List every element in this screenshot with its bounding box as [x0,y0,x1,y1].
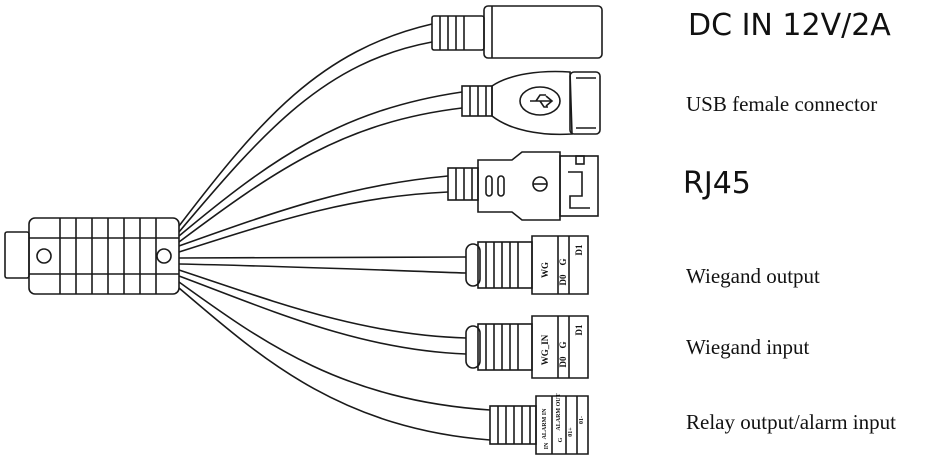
usb-connector [461,70,601,136]
wg-out-pin-g: G [558,258,568,265]
cable-relay [178,281,491,441]
relay-connector [489,395,589,455]
label-wiegand-output: Wiegand output [686,264,820,288]
cable-wiegand-in [178,269,467,355]
relay-title-alarm-out: ALARM OUT [556,393,562,430]
relay-pin-g: G [558,437,564,442]
wg-in-pin-d0: D0 [558,356,568,367]
label-usb: USB female connector [686,92,878,116]
wg-out-pin-d0: D0 [558,274,568,285]
label-dc-in: DC IN 12V/2A [688,8,891,43]
cable-usb [178,91,463,243]
dc-connector [431,5,603,59]
wiegand-input-connector [465,315,589,379]
wiegand-output-connector [465,235,589,295]
relay-title-alarm-in: ALARM IN [542,408,548,439]
wg-in-pin-d1: D1 [574,324,584,335]
relay-pin-01plus: 01+ [568,427,574,437]
label-relay-alarm: Relay output/alarm input [686,410,896,434]
wg-out-title: WG [540,262,550,278]
cable-rj45 [178,175,449,253]
relay-pin-in: IN [544,442,550,449]
label-rj45: RJ45 [683,166,751,201]
wg-out-pin-d1: D1 [574,244,584,255]
rj45-connector [447,151,599,221]
cable-wiegand-out [178,256,467,274]
main-hub-connector [4,217,180,295]
cable-dc [178,23,433,233]
wg-in-pin-g: G [558,341,568,348]
wg-in-title: WG_IN [540,334,550,365]
relay-pin-01minus: 01- [579,416,585,424]
label-wiegand-input: Wiegand input [686,335,810,359]
